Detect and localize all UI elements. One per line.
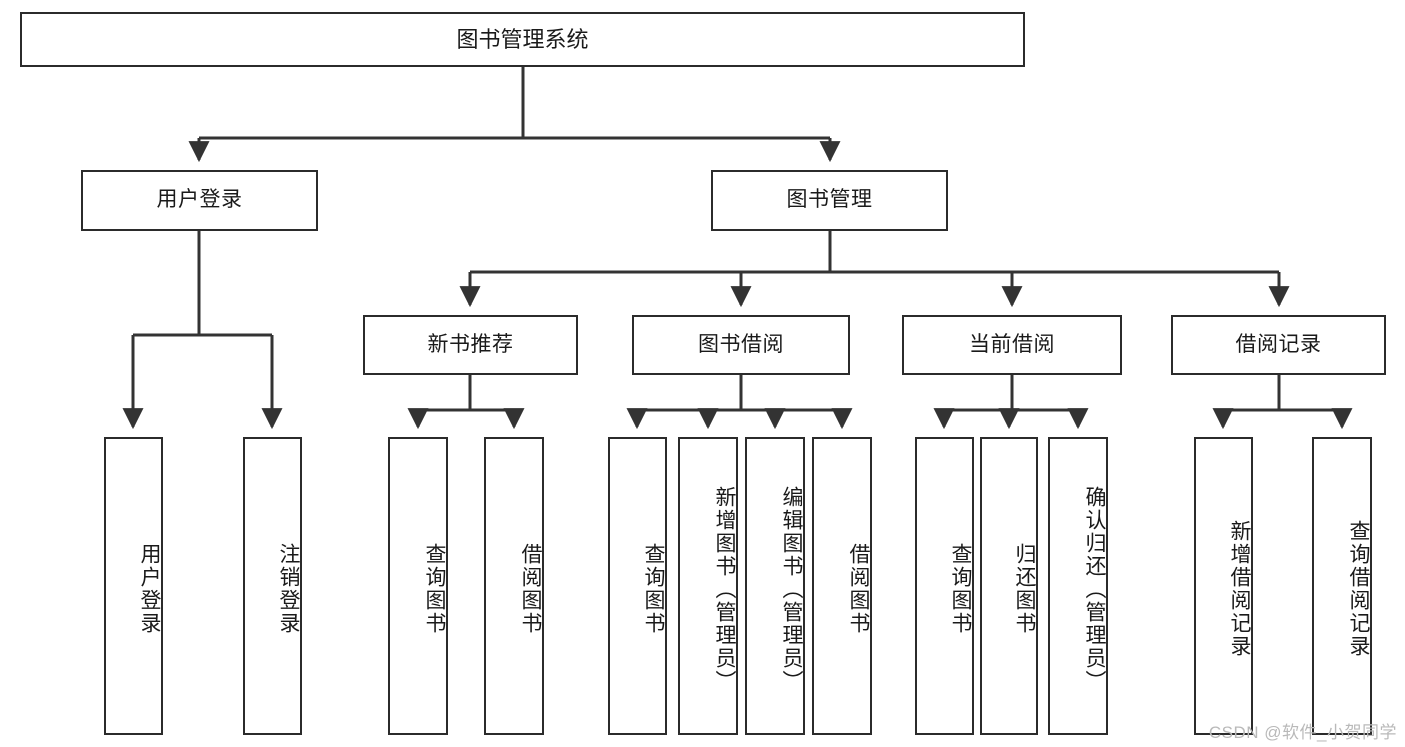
node-root-book-management-system[interactable]: 图书管理系统 [20,12,1025,67]
leaf-node-query-borrow-record[interactable]: 查询借阅记录 [1312,437,1372,735]
csdn-watermark: CSDN @软件_小贺同学 [1208,723,1397,742]
leaf-node-edit-book-admin[interactable]: 编辑图书（管理员） [745,437,805,735]
node-new-book-recommend[interactable]: 新书推荐 [363,315,578,375]
node-book-borrow[interactable]: 图书借阅 [632,315,850,375]
leaf-node-return-book[interactable]: 归还图书 [980,437,1038,735]
node-book-management[interactable]: 图书管理 [711,170,948,231]
node-borrow-record[interactable]: 借阅记录 [1171,315,1386,375]
leaf-node-query-book-3[interactable]: 查询图书 [915,437,974,735]
leaf-node-user-login[interactable]: 用户登录 [104,437,163,735]
leaf-node-query-book-1[interactable]: 查询图书 [388,437,448,735]
leaf-node-query-book-2[interactable]: 查询图书 [608,437,667,735]
leaf-node-confirm-return-admin[interactable]: 确认归还（管理员） [1048,437,1108,735]
leaf-node-borrow-book-1[interactable]: 借阅图书 [484,437,544,735]
leaf-node-logout[interactable]: 注销登录 [243,437,302,735]
leaf-node-borrow-book-2[interactable]: 借阅图书 [812,437,872,735]
node-user-login[interactable]: 用户登录 [81,170,318,231]
node-current-borrow[interactable]: 当前借阅 [902,315,1122,375]
leaf-node-add-borrow-record[interactable]: 新增借阅记录 [1194,437,1253,735]
leaf-node-add-book-admin[interactable]: 新增图书（管理员） [678,437,738,735]
